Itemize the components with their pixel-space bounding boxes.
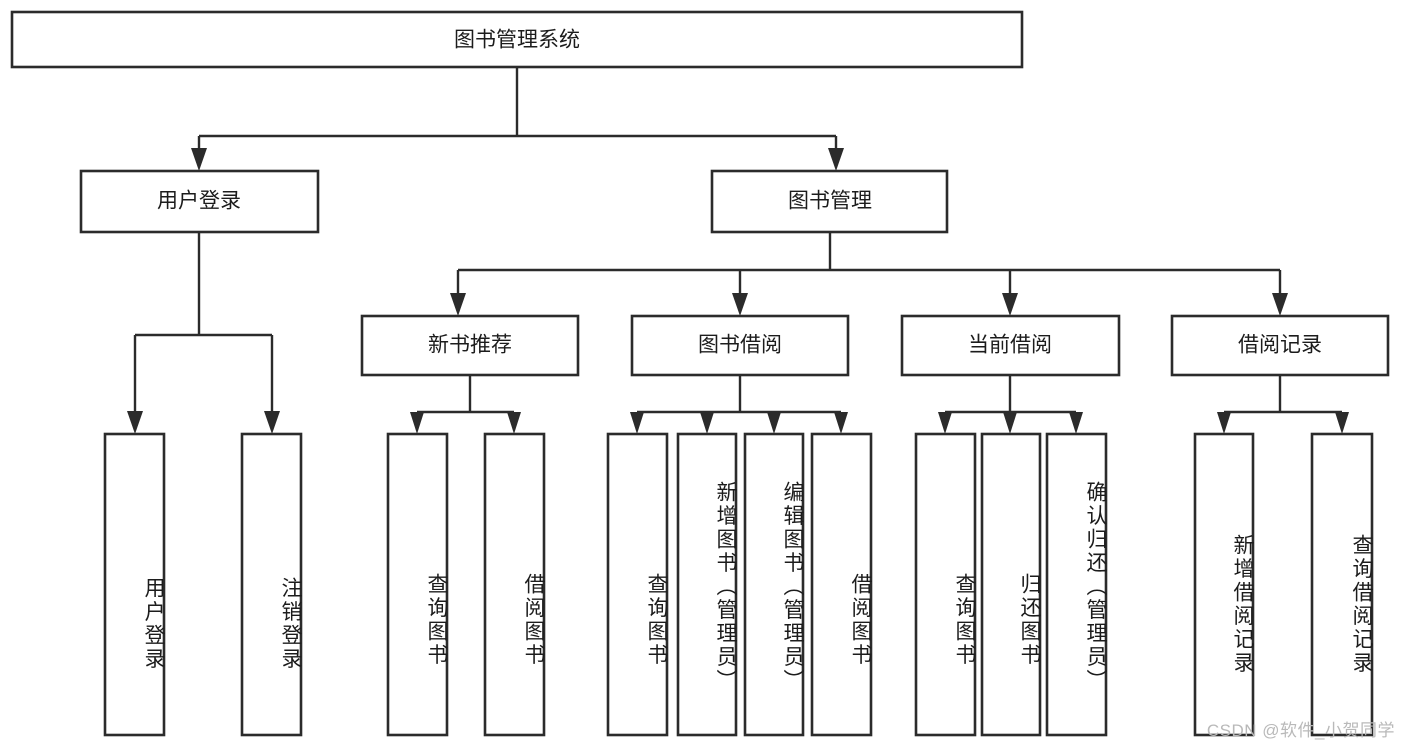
node-new-book-recommend-box[interactable] [360,314,580,377]
leaf-borrow-book-recommend-box[interactable] [483,432,546,737]
node-book-borrow[interactable]: 图书借阅 [630,314,850,377]
leaf-query-book-recommend-box[interactable] [386,432,449,737]
arrowhead-to-leaf-borrow-book [834,412,848,434]
arrowhead-to-borrow-record [1272,293,1288,316]
connector-book-borrow-trunk [635,375,843,422]
node-user-login-label: 用户登录 [157,190,241,213]
leaf-return-book-box[interactable] [980,432,1042,737]
leaf-logout-box[interactable] [240,432,303,737]
arrowhead-to-leaf-add-borrow-record [1217,412,1231,434]
node-borrow-record-box[interactable] [1170,314,1390,377]
arrowhead-to-leaf-logout [264,411,280,434]
node-book-borrow-box[interactable] [630,314,850,377]
arrowhead-to-user-login [191,148,207,171]
leaf-borrow-book-box[interactable] [810,432,873,737]
node-root-label: 图书管理系统 [454,29,580,52]
leaf-user-login-box[interactable] [103,432,166,737]
arrowhead-to-book-manage [828,148,844,171]
connector-borrow-record-trunk [1222,375,1344,422]
node-root[interactable]: 图书管理系统 [10,10,1024,69]
csdn-watermark: CSDN @软件_小贺同学 [1206,721,1395,740]
node-new-book-recommend[interactable]: 新书推荐 [360,314,580,377]
leaf-query-book-current-box[interactable] [914,432,977,737]
node-book-borrow-label: 图书借阅 [698,334,782,357]
leaf-add-borrow-record-box[interactable] [1193,432,1255,737]
node-user-login-box[interactable] [79,169,320,234]
connector-user-login-trunk [133,232,274,420]
node-root-box[interactable] [10,10,1024,69]
connector-book-manage-trunk [456,232,1282,302]
connector-layer [127,67,1349,434]
node-book-manage-label: 图书管理 [788,190,872,213]
leaf-edit-book-admin-box[interactable] [743,432,805,737]
node-book-manage[interactable]: 图书管理 [710,169,949,234]
leaf-query-book-borrow-box[interactable] [606,432,669,737]
arrowhead-to-leaf-user-login [127,411,143,434]
leaf-add-book-admin-box[interactable] [676,432,738,737]
arrowhead-to-leaf-borrow-book-recommend [507,412,521,434]
arrowhead-to-leaf-confirm-return-admin [1069,412,1083,434]
arrowhead-to-leaf-return-book [1003,412,1017,434]
node-current-borrow-box[interactable] [900,314,1121,377]
arrowhead-to-leaf-query-book-recommend [410,412,424,434]
connector-new-book-recommend-trunk [415,375,516,422]
connector-root-trunk [197,67,838,157]
arrowhead-to-leaf-query-book-current [938,412,952,434]
node-book-manage-box[interactable] [710,169,949,234]
arrowhead-to-new-book-recommend [450,293,466,316]
arrowhead-to-current-borrow [1002,293,1018,316]
node-borrow-record[interactable]: 借阅记录 [1170,314,1390,377]
leaf-box-layer [103,432,1374,737]
arrowhead-to-leaf-add-book-admin [700,412,714,434]
leaf-query-borrow-record-box[interactable] [1310,432,1374,737]
arrowhead-to-book-borrow [732,293,748,316]
node-borrow-record-label: 借阅记录 [1238,334,1322,357]
arrowhead-to-leaf-query-borrow-record [1335,412,1349,434]
node-user-login[interactable]: 用户登录 [79,169,320,234]
node-new-book-recommend-label: 新书推荐 [428,334,512,357]
leaf-confirm-return-admin-box[interactable] [1045,432,1108,737]
node-current-borrow-label: 当前借阅 [968,334,1052,357]
arrowhead-to-leaf-edit-book-admin [767,412,781,434]
arrowhead-to-leaf-query-book-borrow [630,412,644,434]
node-current-borrow[interactable]: 当前借阅 [900,314,1121,377]
